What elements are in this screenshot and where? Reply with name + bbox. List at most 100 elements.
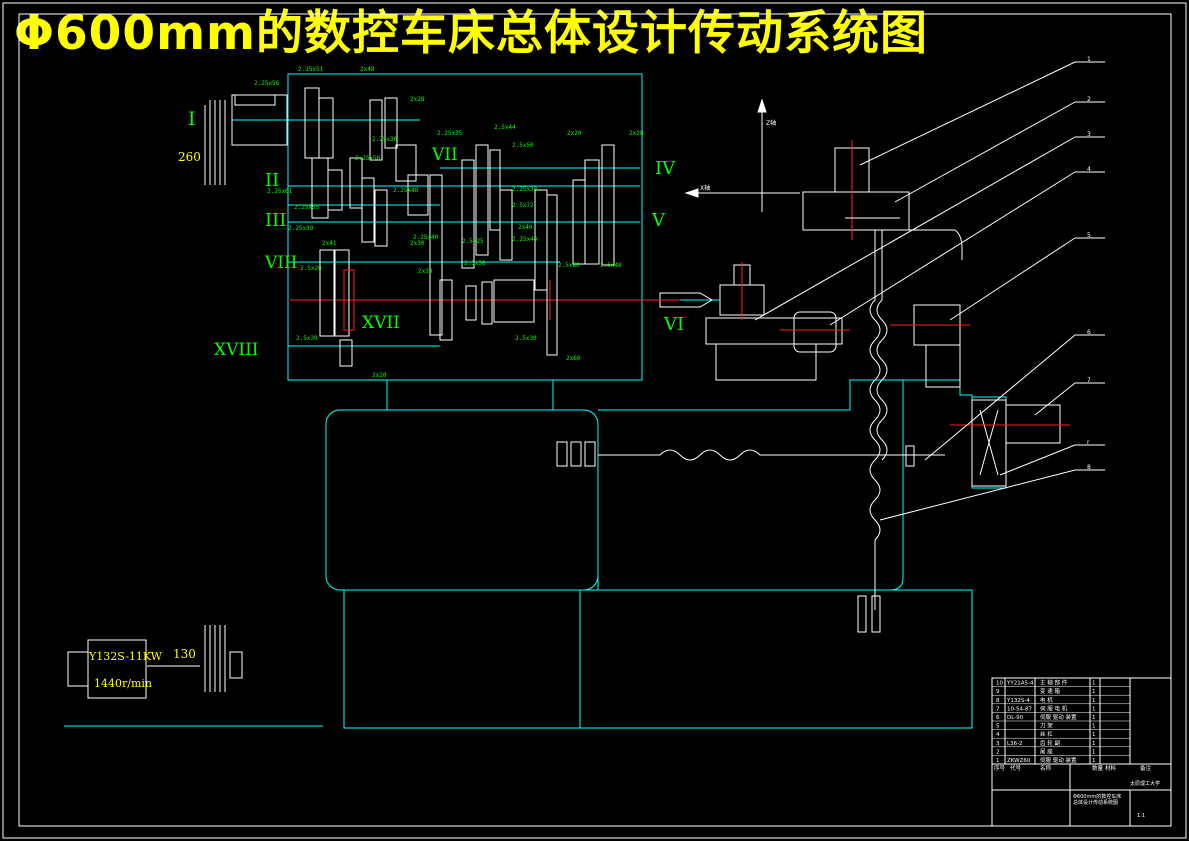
gear-label: 2.5x72 <box>512 202 534 209</box>
leadscrew-nut <box>793 311 837 353</box>
gear-label: 2.25x40 <box>413 234 439 241</box>
shaft-label-XVIII: XVIII <box>214 340 259 360</box>
title-block-cell: 伺服 驱动 装置 <box>1040 756 1077 764</box>
gear-label: 2x41 <box>322 240 337 247</box>
servo-motor-7 <box>1005 404 1061 444</box>
title-block-cell: 3 <box>996 741 1000 747</box>
gear-label: 2x30 <box>410 240 425 247</box>
part-balloon: 3 <box>1087 131 1091 138</box>
pulley-dim-bottom: 130 <box>173 647 196 661</box>
title-block-cell: 1 <box>1092 689 1096 695</box>
gear-label: 2.25x55 <box>294 204 320 211</box>
title-block-cell: 齿 轮 副 <box>1040 739 1060 747</box>
gear-label: 2.5x39 <box>296 335 318 342</box>
drawing-title: Φ600mm的数控车床总体设计传动系统图 <box>14 6 929 61</box>
gear-label: 2.5x28 <box>300 265 322 272</box>
part-balloon: r <box>1087 439 1090 446</box>
title-block-cell: 1 <box>1092 681 1096 687</box>
gear-label: 2.25x36 <box>372 136 398 143</box>
title-block-cell: 7 <box>996 706 1000 712</box>
gear-label: 2x28 <box>629 130 644 137</box>
gear-label: 2.5x48 <box>600 262 622 269</box>
gear-label: 2x48 <box>360 66 375 73</box>
gear-label: 2.25x40 <box>393 187 419 194</box>
x-servo-bracket <box>802 191 910 231</box>
pulley-shaft-I <box>204 94 288 185</box>
title-block-cell: Y132S-4 <box>1006 698 1030 704</box>
title-block-cell: 1 <box>1092 724 1096 730</box>
gear-label: 2.25x38 <box>512 186 538 193</box>
gearbox-housing <box>287 73 643 381</box>
gear-label: 2.25x35 <box>437 130 463 137</box>
title-block-cell: ZKWZ60 <box>1007 758 1031 764</box>
gear-label: 2.5x44 <box>494 124 516 131</box>
title-block-cell: 1 <box>1092 715 1096 721</box>
gear-label: 2.25x44 <box>512 236 538 243</box>
gear-label: 2x40 <box>518 224 533 231</box>
title-block-cell: 刀 架 <box>1040 723 1053 730</box>
pulley-dim-top: 260 <box>178 150 201 164</box>
bed-body <box>597 379 904 591</box>
title-block-header: 名称 <box>1040 764 1052 772</box>
z-leadscrew <box>598 449 945 461</box>
title-block-cell: 电 机 <box>1040 696 1053 704</box>
bearing-stack <box>556 441 915 633</box>
x-leadscrew <box>869 230 881 610</box>
shaft-label-I: I <box>188 108 196 130</box>
part-balloon: 5 <box>1087 232 1091 239</box>
gear-label: 2.25x56 <box>254 80 280 87</box>
title-block-header: 材料 <box>1105 764 1117 772</box>
carriage <box>705 317 843 345</box>
title-block-school: 太原理工大学 <box>1130 781 1161 787</box>
part-balloon: 7 <box>1087 377 1091 384</box>
gear-label: 2.5x58 <box>464 260 486 267</box>
balloon-leaders <box>754 61 1105 521</box>
tailstock-body <box>903 379 1007 489</box>
title-block-cell: 尾 座 <box>1040 747 1053 755</box>
gear-label: 2.5x25 <box>462 238 484 245</box>
title-block-header: 数量 <box>1092 764 1104 772</box>
shaft-label-VII: VII <box>432 145 458 165</box>
gear-label: 2.25x39 <box>288 225 314 232</box>
shaft-label-II: II <box>265 170 280 191</box>
title-block-cell: 8 <box>996 698 1000 704</box>
title-block-header: 备注 <box>1140 764 1152 772</box>
part-balloon: 6 <box>1087 329 1091 336</box>
title-block-cell: 2 <box>996 749 1000 755</box>
gear-label: 2.5x80 <box>558 262 580 269</box>
title-block-cell: 主 轴 部 件 <box>1040 679 1068 687</box>
part-balloon: 1 <box>1087 56 1091 63</box>
title-block-cell: 6 <box>996 715 1000 721</box>
inner-frame <box>18 13 1172 827</box>
title-block-cell: 1 <box>1092 732 1096 738</box>
gear-label: 2.25x56 <box>355 155 381 162</box>
part-balloon: 4 <box>1087 166 1091 173</box>
x-axis-label: X轴 <box>700 185 711 192</box>
shaft-label-V: V <box>652 210 665 231</box>
title-block-cell: 1 <box>996 758 1000 764</box>
title-block-cell: 4 <box>996 732 1000 738</box>
title-block-cell: YY21A5-4 <box>1006 681 1034 687</box>
title-block-cell: 丝 杠 <box>1040 730 1053 738</box>
title-block-cell: L36-2 <box>1007 741 1023 747</box>
center-point <box>659 292 713 308</box>
title-block-cell: 1 <box>1092 698 1096 704</box>
motor-model: Y132S-11KW <box>89 650 163 663</box>
title-block-cell: 1 <box>1092 749 1096 755</box>
title-block-drawing-name: Φ600mm的数控车床总体设计传动系统图 <box>1073 794 1122 806</box>
bed-base <box>343 589 973 729</box>
title-block-cell: 9 <box>996 689 1000 695</box>
title-block-cell: 伺服 驱动 装置 <box>1040 713 1077 721</box>
title-block-cell: 1 <box>1092 706 1096 712</box>
title-block-cell: DL-90 <box>1007 715 1024 721</box>
part-balloon: 8 <box>1087 464 1091 471</box>
shaft-label-III: III <box>265 210 287 231</box>
gear-blocks <box>304 87 615 367</box>
gear-label: 2x28 <box>410 96 425 103</box>
shaft-label-IV: IV <box>655 158 676 179</box>
gear-label: 2x20 <box>372 372 387 379</box>
gear-label: 2.25x61 <box>267 188 293 195</box>
pulley-shaft-motor <box>147 625 243 692</box>
